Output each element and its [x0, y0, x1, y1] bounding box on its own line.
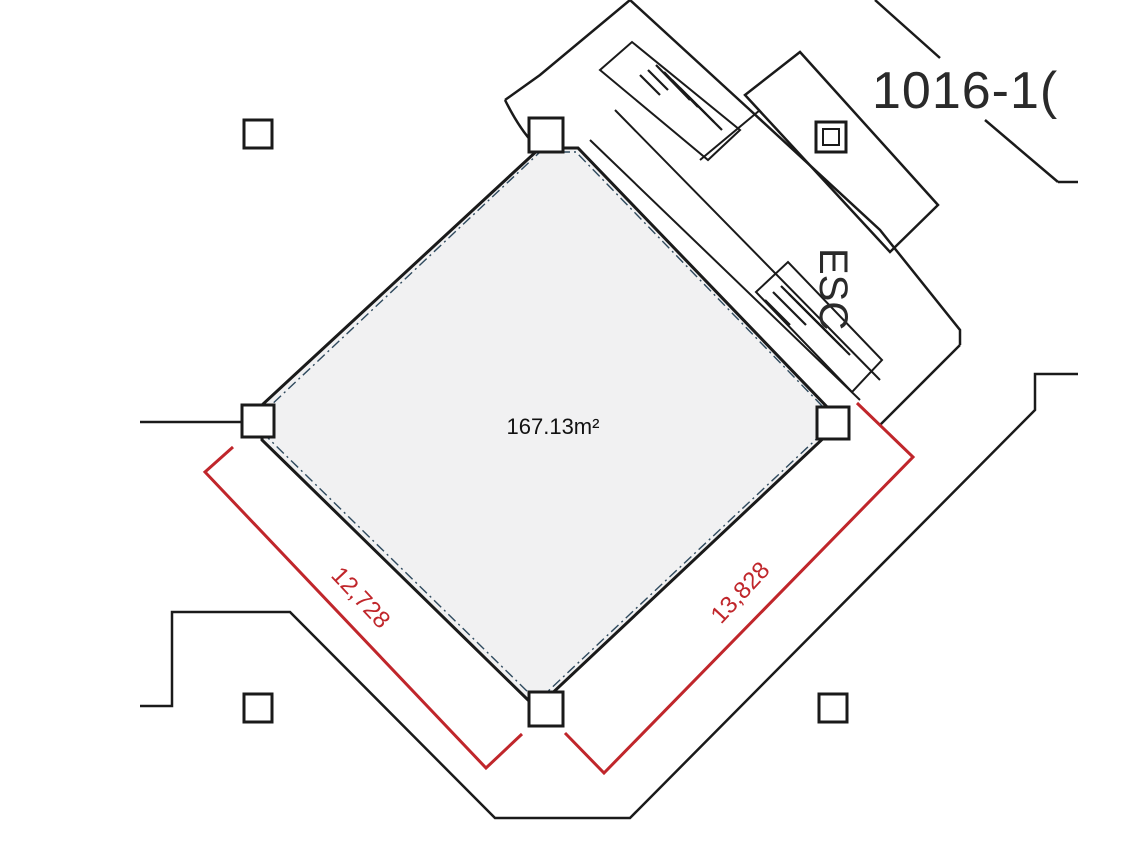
right-inner-wall [879, 344, 961, 426]
dimension-label-right: 13,828 [706, 557, 776, 629]
column [240, 403, 276, 439]
dimension-line-left [202, 445, 524, 771]
dimension-line-right [563, 401, 916, 776]
room-1016 [743, 0, 1078, 254]
column [242, 692, 274, 724]
column [527, 116, 565, 154]
upper-wall-right [629, 0, 962, 345]
column [814, 120, 848, 154]
column [527, 690, 565, 728]
structural-columns [240, 116, 851, 728]
dimension-label-left: 12,728 [326, 562, 396, 634]
outer-wall-bottom [140, 372, 1078, 820]
area-label: 167.13m² [507, 414, 600, 439]
column [817, 692, 849, 724]
room-number-label: 1016-1( [872, 62, 1058, 120]
upper-wall [504, 0, 631, 102]
column [242, 118, 274, 150]
building-walls [140, 0, 1078, 820]
column-inner [822, 128, 840, 146]
column [815, 405, 851, 441]
escalator-label: ESC [811, 248, 855, 330]
escalator [589, 40, 884, 401]
dimension-lines [202, 401, 916, 776]
